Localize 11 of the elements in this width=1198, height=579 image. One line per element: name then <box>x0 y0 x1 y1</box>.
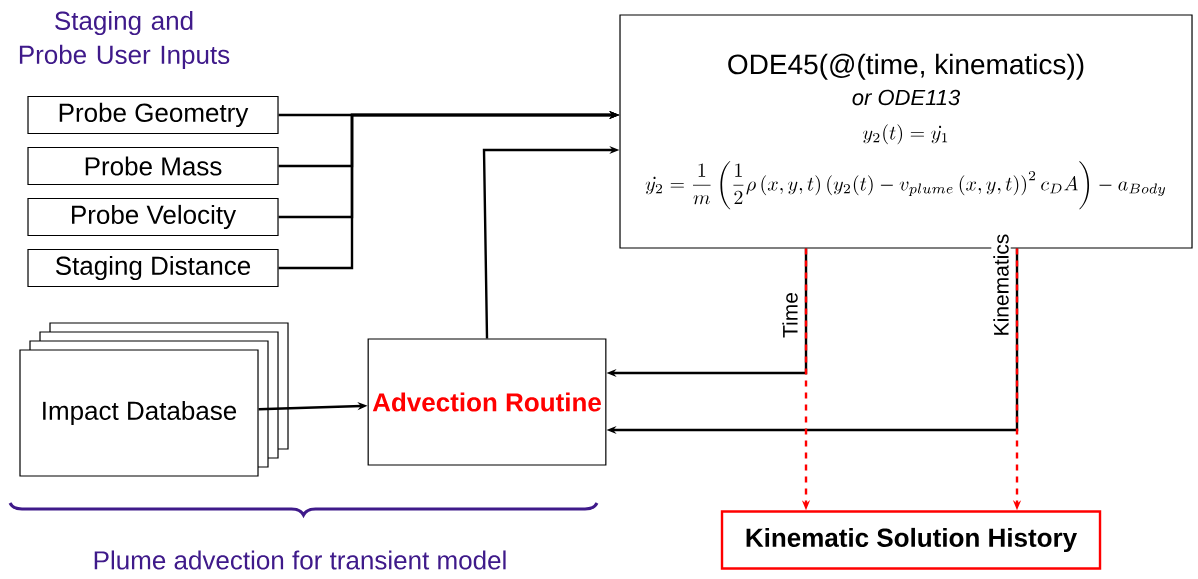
caption: Plume advection for transient model <box>94 550 506 570</box>
heading: Staging and Probe User Inputs <box>19 10 230 70</box>
process-box: Advection Routine <box>367 338 607 466</box>
input-box: Probe Geometry <box>27 95 279 135</box>
edge-label: Time <box>780 290 800 340</box>
input-box: Probe Velocity <box>27 197 279 237</box>
stacked-pages: Impact Database <box>19 322 289 477</box>
input-box: Probe Mass <box>27 146 279 186</box>
input-box: Staging Distance <box>27 248 279 288</box>
output-box: Kinematic Solution History <box>720 510 1102 570</box>
edge-label: Kinematics <box>991 231 1011 339</box>
